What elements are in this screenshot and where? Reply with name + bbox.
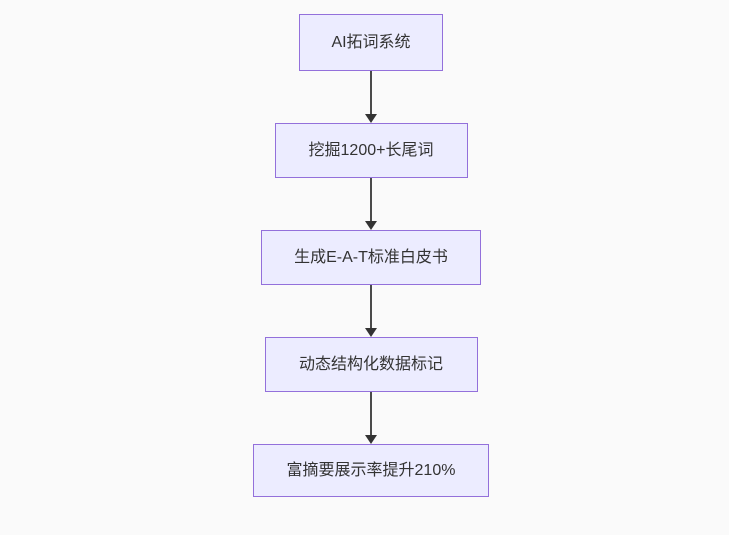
arrowhead-icon	[365, 221, 377, 230]
arrow-line	[370, 178, 372, 222]
flow-arrow-1	[365, 71, 377, 123]
arrow-line	[370, 285, 372, 329]
flow-node-longtail-mining: 挖掘1200+长尾词	[274, 123, 468, 178]
flow-node-label: 动态结构化数据标记	[298, 355, 443, 373]
flow-node-label: 富摘要展示率提升210%	[286, 461, 456, 479]
arrow-line	[370, 71, 372, 115]
flow-arrow-4	[365, 392, 377, 444]
flow-node-label: AI拓词系统	[331, 33, 411, 51]
flow-node-eat-whitepaper: 生成E-A-T标准白皮书	[261, 230, 481, 285]
flowchart-column: AI拓词系统 挖掘1200+长尾词 生成E-A-T标准白皮书 动态结构化数据标记	[253, 14, 489, 497]
arrow-line	[370, 392, 372, 436]
flow-node-label: 生成E-A-T标准白皮书	[294, 248, 448, 266]
flow-arrow-3	[365, 285, 377, 337]
flow-node-structured-data: 动态结构化数据标记	[264, 337, 478, 392]
arrowhead-icon	[365, 435, 377, 444]
flow-node-ai-word-system: AI拓词系统	[299, 14, 443, 71]
flow-arrow-2	[365, 178, 377, 230]
flow-node-rich-snippet-result: 富摘要展示率提升210%	[253, 444, 489, 497]
arrowhead-icon	[365, 328, 377, 337]
flow-node-label: 挖掘1200+长尾词	[308, 141, 434, 159]
arrowhead-icon	[365, 114, 377, 123]
